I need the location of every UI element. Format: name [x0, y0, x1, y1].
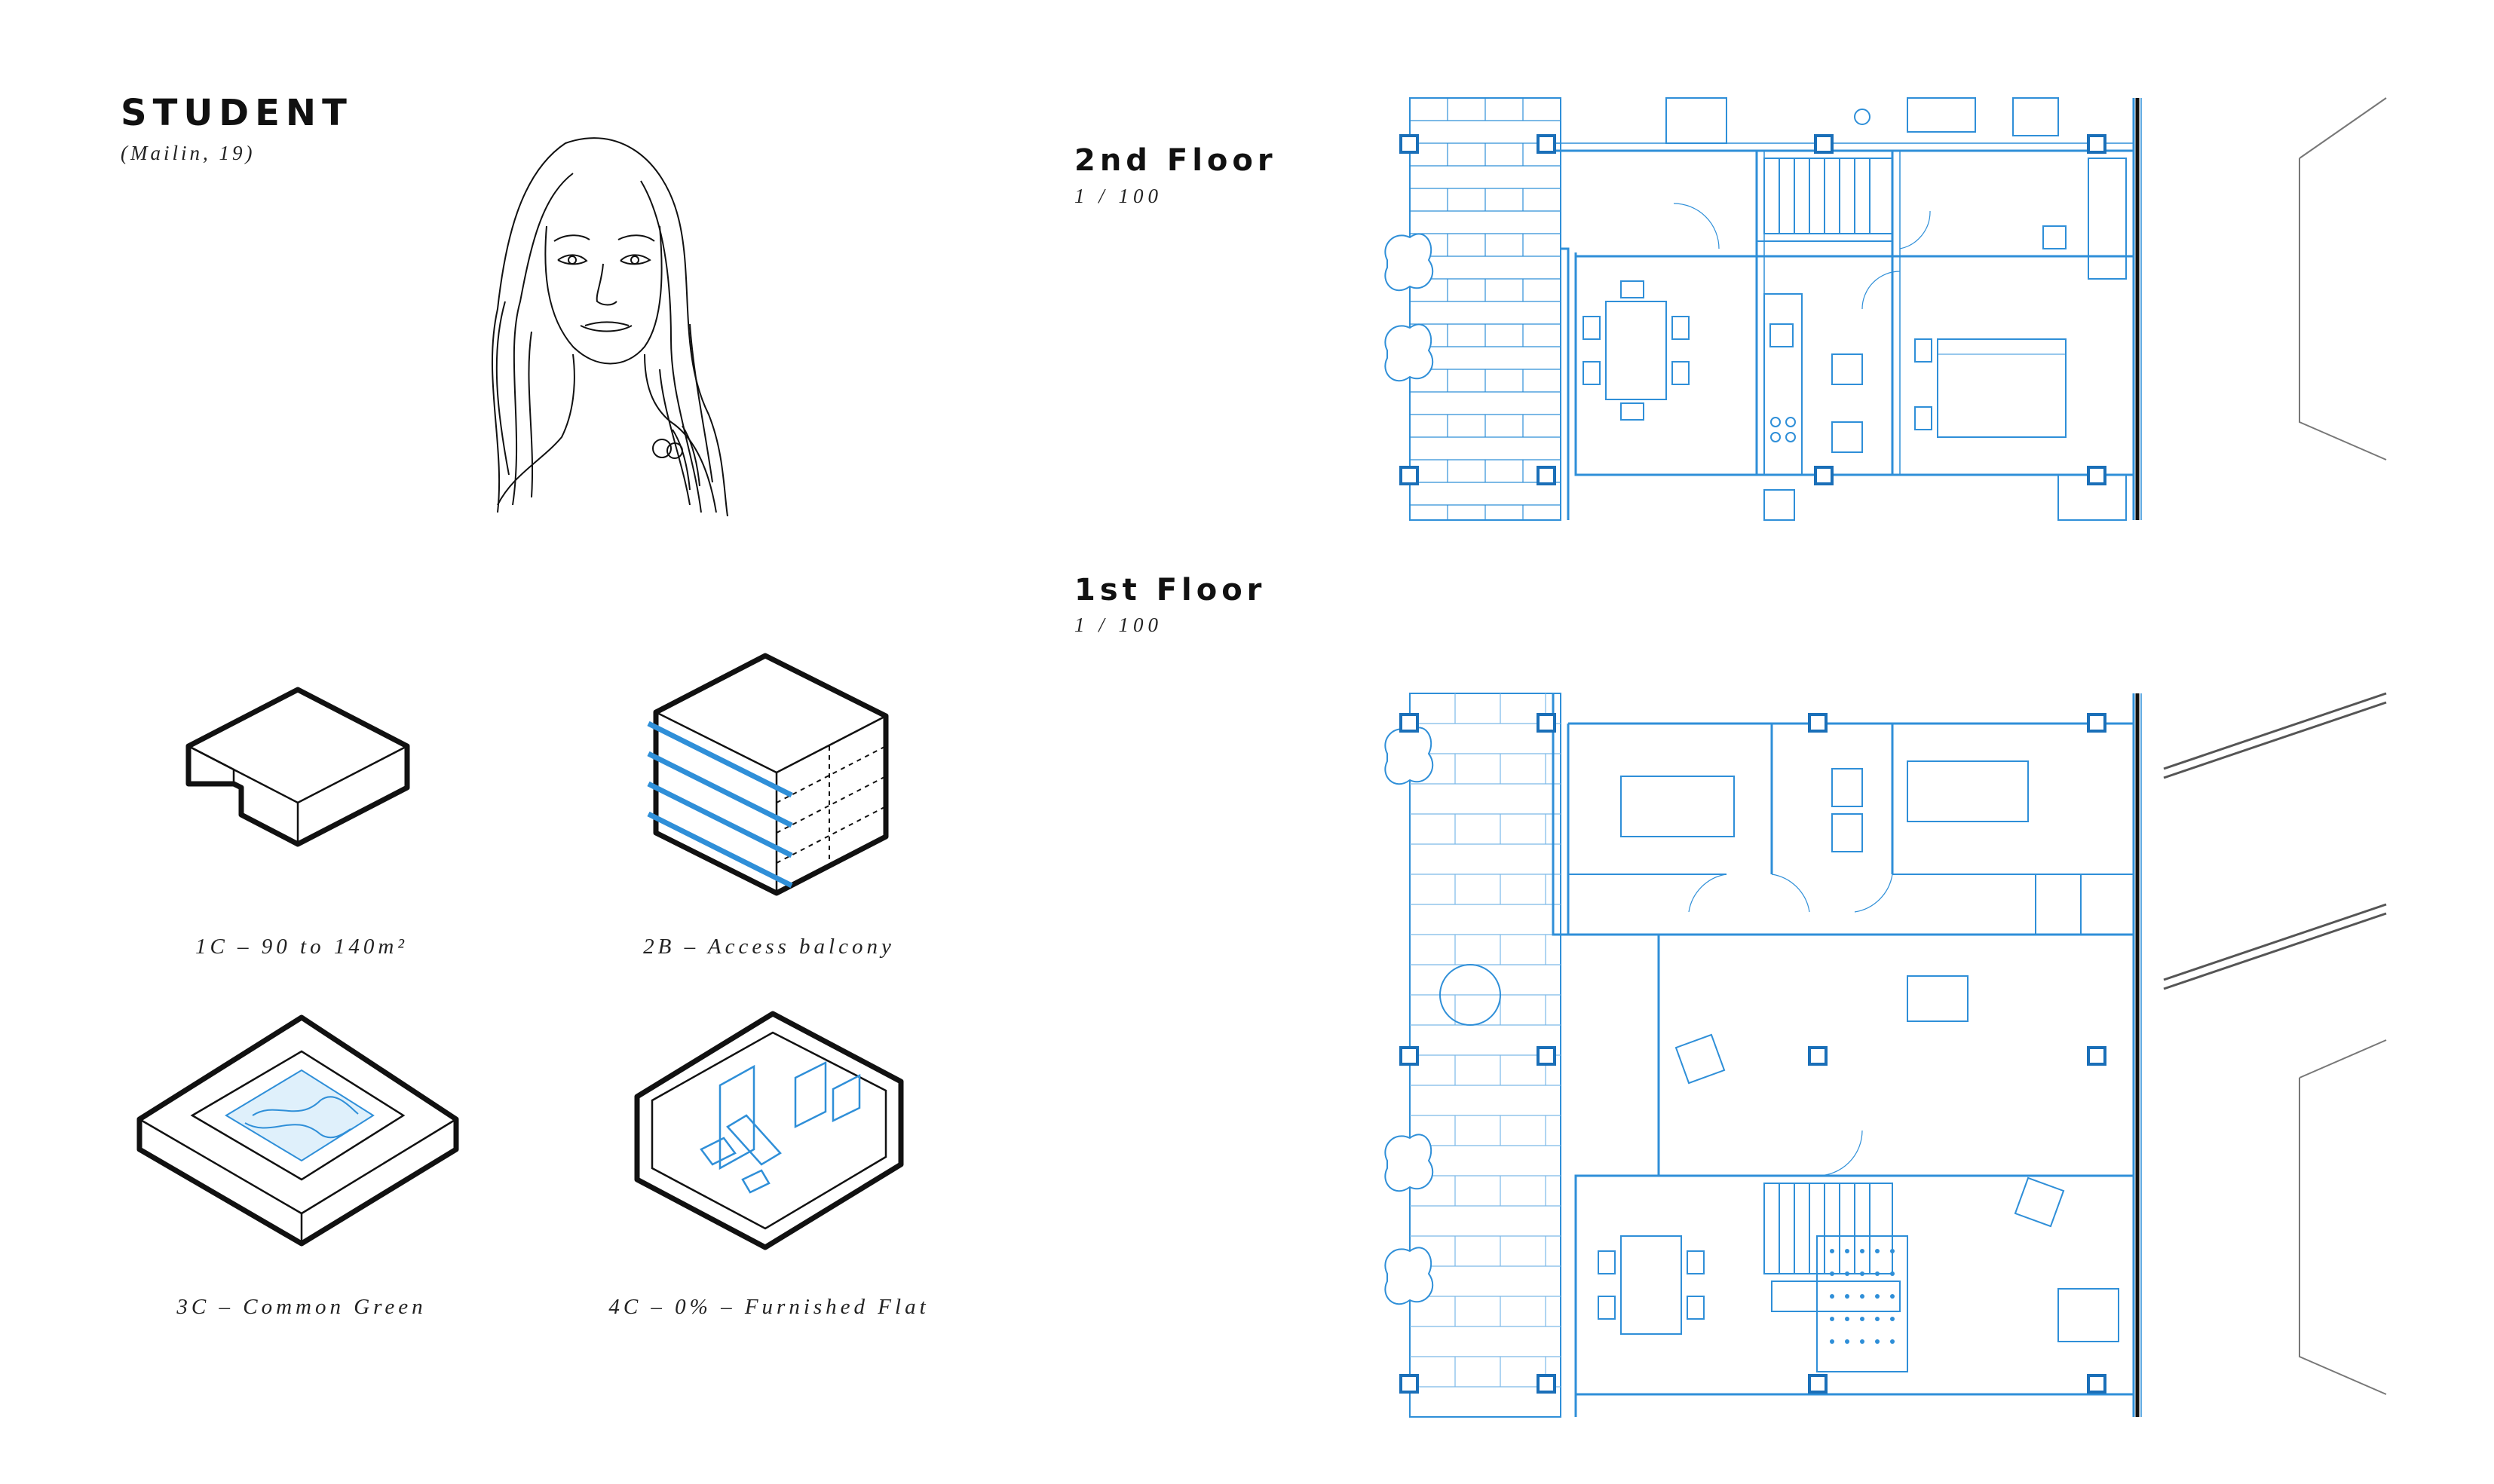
persona-subtitle: (Mailin, 19) [121, 142, 256, 164]
typology-caption-1c: 1C – 90 to 140m² [195, 935, 409, 959]
typology-caption-4c: 4C – 0% – Furnished Flat [608, 1295, 930, 1319]
floor-scale-2nd: 1 / 100 [1074, 185, 1163, 207]
floor-title-1st: 1st Floor [1074, 573, 1267, 607]
floor-title-2nd: 2nd Floor [1074, 143, 1277, 178]
typology-caption-3c: 3C – Common Green [176, 1295, 427, 1319]
typology-1c-icon [185, 687, 410, 847]
floor-plan-2nd [1384, 97, 2387, 521]
typology-3c-icon [136, 1014, 459, 1247]
deck-planks [1410, 98, 1561, 520]
typology-caption-2b: 2B – Access balcony [643, 935, 895, 959]
typology-4c-icon [634, 1011, 904, 1250]
portrait-illustration [492, 137, 728, 517]
floor-plan-1st [1384, 692, 2387, 1418]
typology-2b-icon [647, 653, 889, 896]
persona-title: STUDENT [121, 92, 353, 134]
floor-scale-1st: 1 / 100 [1074, 613, 1163, 636]
